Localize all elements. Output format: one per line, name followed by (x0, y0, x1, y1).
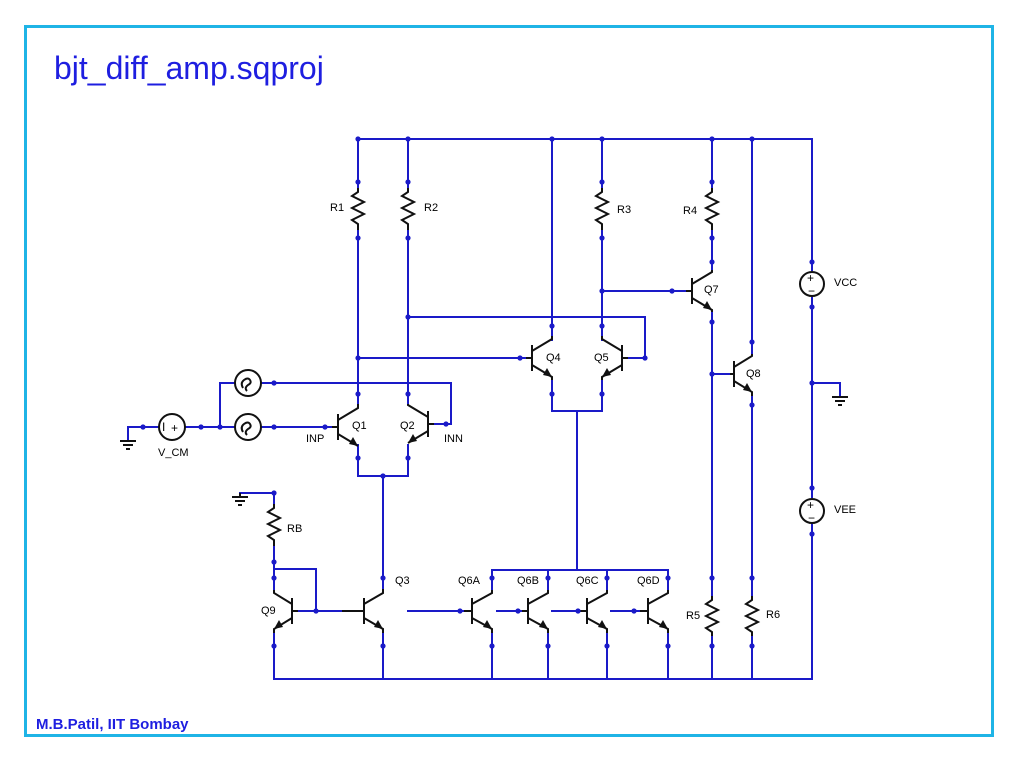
ground-icon (232, 493, 248, 506)
ground-icon (120, 440, 136, 450)
svg-text:V_CM: V_CM (158, 447, 189, 459)
slide-frame (24, 25, 994, 737)
svg-text:−: − (808, 284, 815, 298)
svg-text:Q3: Q3 (395, 575, 410, 587)
transistor-q2: Q2 (400, 404, 434, 444)
node-label-inn: INN (444, 433, 463, 445)
svg-text:R5: R5 (686, 610, 700, 622)
transistor-q7: Q7 (686, 270, 719, 312)
svg-text:Q4: Q4 (546, 352, 561, 364)
resistor-r5: R5 (686, 596, 721, 636)
svg-text:Q5: Q5 (594, 352, 609, 364)
transistor-q9: Q9 (261, 590, 298, 633)
resistor-r2: R2 (399, 188, 438, 230)
transistor-q6a: Q6A (458, 575, 493, 633)
svg-text:R1: R1 (330, 202, 344, 214)
svg-text:VEE: VEE (834, 504, 856, 516)
voltage-source-vee: + − VEE (799, 498, 856, 525)
transistor-q3: Q3 (342, 575, 410, 633)
svg-text:Q2: Q2 (400, 420, 415, 432)
voltage-source-v-cm: I + V_CM (158, 413, 189, 459)
ground-icon (832, 396, 848, 406)
svg-text:Q6B: Q6B (517, 575, 539, 587)
svg-text:RB: RB (287, 523, 302, 535)
svg-text:Q8: Q8 (746, 368, 761, 380)
resistor-r1: R1 (330, 188, 367, 230)
svg-text:Q6A: Q6A (458, 575, 481, 587)
svg-text:Q6D: Q6D (637, 575, 660, 587)
transistor-q6b: Q6B (517, 575, 549, 633)
resistor-r3: R3 (593, 188, 631, 230)
svg-text:+: + (807, 498, 814, 512)
svg-text:R4: R4 (683, 205, 697, 217)
svg-text:Q9: Q9 (261, 605, 276, 617)
ac-source-upper (234, 369, 262, 397)
voltage-source-vcc: + − VCC (799, 271, 857, 298)
slide-footer: M.B.Patil, IIT Bombay (36, 716, 189, 733)
transistor-q5: Q5 (594, 336, 628, 380)
slide-title: bjt_diff_amp.sqproj (54, 50, 324, 86)
svg-text:I: I (162, 420, 165, 434)
transistor-q1: Q1 (332, 404, 367, 447)
svg-text:R6: R6 (766, 609, 780, 621)
junction-dots (140, 136, 815, 649)
svg-text:R2: R2 (424, 202, 438, 214)
resistor-r4: R4 (683, 188, 721, 230)
svg-text:Q1: Q1 (352, 420, 367, 432)
svg-text:−: − (808, 511, 815, 525)
node-label-inp: INP (306, 433, 324, 445)
svg-text:+: + (807, 271, 814, 285)
svg-text:Q6C: Q6C (576, 575, 599, 587)
transistor-q6d: Q6D (637, 575, 669, 633)
resistor-r6: R6 (743, 596, 780, 636)
svg-text:R3: R3 (617, 204, 631, 216)
svg-text:+: + (171, 421, 178, 435)
ac-source-lower (234, 413, 262, 441)
svg-text:VCC: VCC (834, 277, 857, 289)
transistor-q8: Q8 (730, 354, 761, 396)
transistor-q4: Q4 (526, 336, 561, 380)
resistor-rb: RB (265, 504, 302, 546)
transistor-q6c: Q6C (576, 575, 608, 633)
svg-text:Q7: Q7 (704, 284, 719, 296)
